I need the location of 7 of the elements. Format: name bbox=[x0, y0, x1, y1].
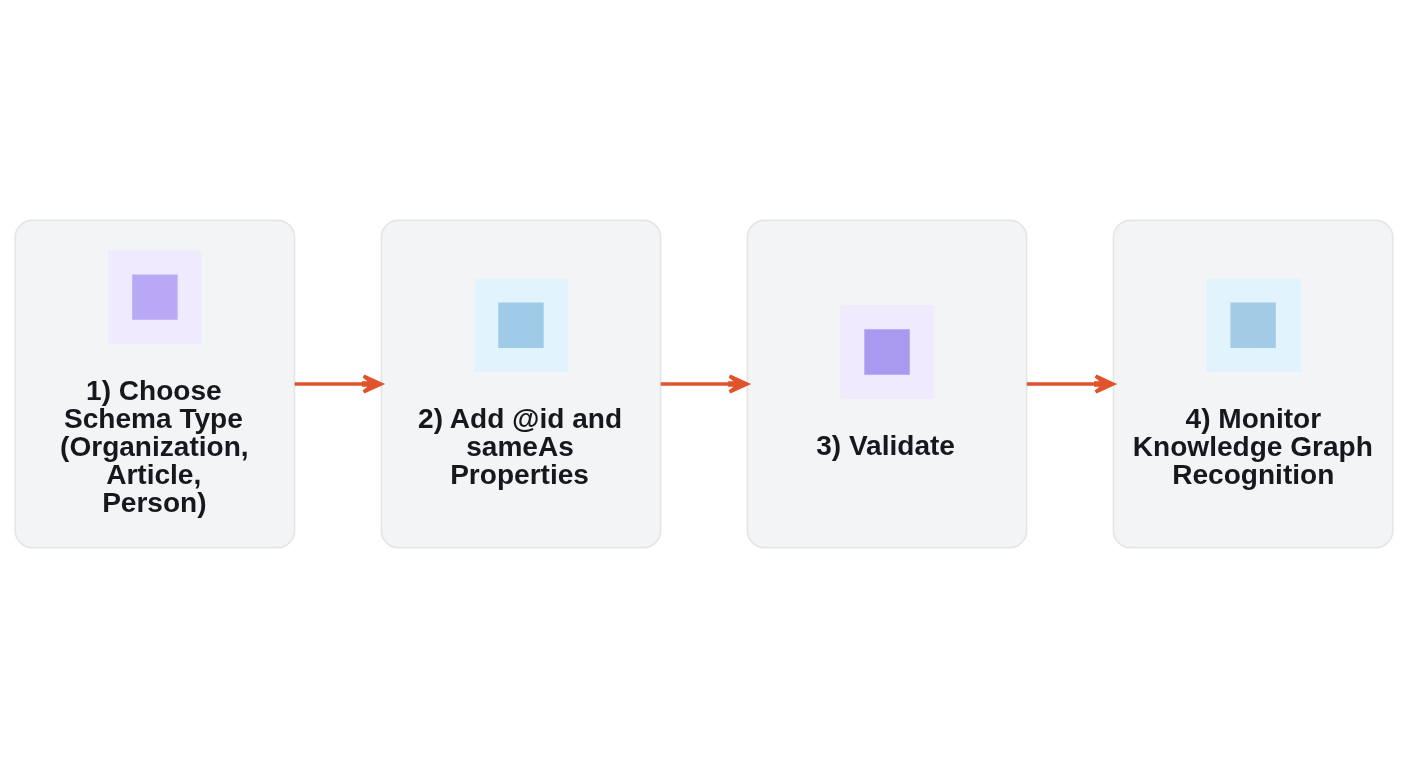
node-box: 2) Add @id and sameAs Properties bbox=[380, 219, 662, 549]
arrow bbox=[660, 374, 749, 394]
node-box: 3) Validate bbox=[746, 219, 1028, 549]
node-box: 4) Monitor Knowledge Graph Recognition bbox=[1112, 219, 1394, 549]
arrow bbox=[294, 374, 383, 394]
node-box: 1) Choose Schema Type (Organization, Article, Person) bbox=[14, 219, 296, 549]
arrow bbox=[1026, 374, 1115, 394]
